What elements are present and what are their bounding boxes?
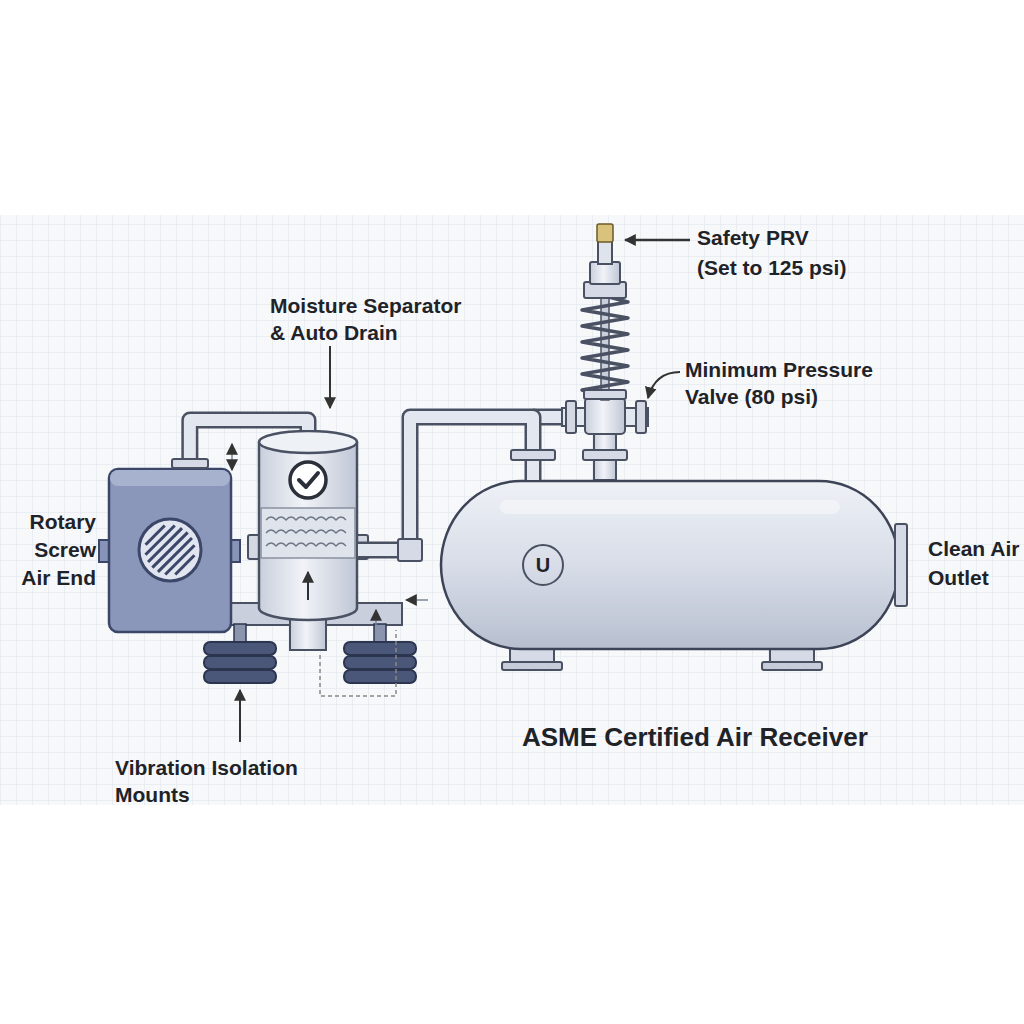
- pipe-outline: [358, 417, 533, 550]
- tank-highlight: [500, 500, 840, 514]
- leader-arrow: [239, 690, 241, 742]
- component-label: Moisture Separator & Auto Drain: [270, 292, 461, 346]
- component-label: Rotary Screw Air End: [8, 508, 96, 592]
- tank-flange: [511, 450, 555, 460]
- callout-label: Minimum Pressure Valve (80 psi): [685, 356, 873, 410]
- tank-foot: [502, 662, 562, 670]
- pipe-connector: [358, 417, 533, 550]
- separator-vessel: Moisture Separator & Auto Drain: [258, 430, 358, 620]
- component-title: ASME Certified Air Receiver: [522, 721, 868, 753]
- shaft-stub: [99, 540, 109, 562]
- air-end-top: [110, 470, 230, 486]
- outlet-flange: [172, 459, 208, 468]
- isolation-mount: [204, 642, 276, 655]
- vibration-arrow: [231, 444, 233, 470]
- isolation-mount: [344, 670, 416, 683]
- minimum-pressure-valve: [585, 398, 625, 434]
- air-end-body: [109, 469, 231, 632]
- filter-mesh: [266, 543, 346, 546]
- check-mark: [299, 473, 318, 487]
- tank-foot: [762, 662, 822, 670]
- filter-mesh: [266, 517, 346, 520]
- receiver-tank: ASME Certified Air Receiver: [440, 480, 900, 650]
- leader-arrow: [329, 346, 331, 408]
- drain-line: [320, 630, 396, 696]
- node-shape: [440, 480, 900, 650]
- isolation-mount: [344, 642, 416, 655]
- separator-element: [261, 508, 355, 558]
- air-end-box: Rotary Screw Air End: [108, 468, 232, 633]
- pipe-body: [358, 417, 533, 550]
- prv-spring: [582, 296, 628, 396]
- node-shape: [108, 468, 232, 633]
- prv-stem: [598, 240, 612, 264]
- rotor-hatch: [175, 555, 194, 574]
- node-shape: [258, 430, 358, 620]
- rotor-hatch: [146, 526, 165, 545]
- shaft-stub: [231, 540, 240, 562]
- flow-arrow: [375, 610, 377, 626]
- callout-label: Safety PRV (Set to 125 psi): [697, 223, 846, 283]
- isolation-mount: [204, 670, 276, 683]
- callout-label: Vibration Isolation Mounts: [115, 754, 298, 808]
- grid-pattern: [0, 215, 1024, 805]
- asme-stamp: [523, 545, 563, 585]
- tank-shell: [441, 481, 899, 649]
- separator-body: [259, 442, 357, 620]
- filter-mesh: [266, 530, 346, 533]
- separator-top: [259, 431, 357, 453]
- spring-plate: [584, 390, 626, 399]
- pipe-tee: [398, 539, 422, 561]
- callout-label: Clean Air Outlet: [928, 534, 1019, 592]
- rotor-housing: [139, 519, 201, 581]
- rotor-hatch: [165, 545, 194, 574]
- flow-arrow: [406, 599, 428, 601]
- stamp-letter: U: [523, 552, 563, 578]
- outlet-flange: [895, 524, 907, 606]
- leader-arrow: [625, 239, 690, 242]
- valve-nut: [566, 401, 576, 433]
- isolation-mount: [344, 656, 416, 669]
- prv-cap: [597, 224, 613, 242]
- isolation-mount: [204, 656, 276, 669]
- check-badge: [290, 462, 326, 498]
- flow-arrow: [307, 572, 309, 600]
- rotor-hatch: [152, 532, 187, 567]
- tank-flange: [583, 450, 627, 460]
- valve-nut: [636, 401, 646, 433]
- grid-panel: [0, 215, 1024, 805]
- leader-arrow: [648, 372, 680, 398]
- prv-bonnet: [590, 262, 620, 284]
